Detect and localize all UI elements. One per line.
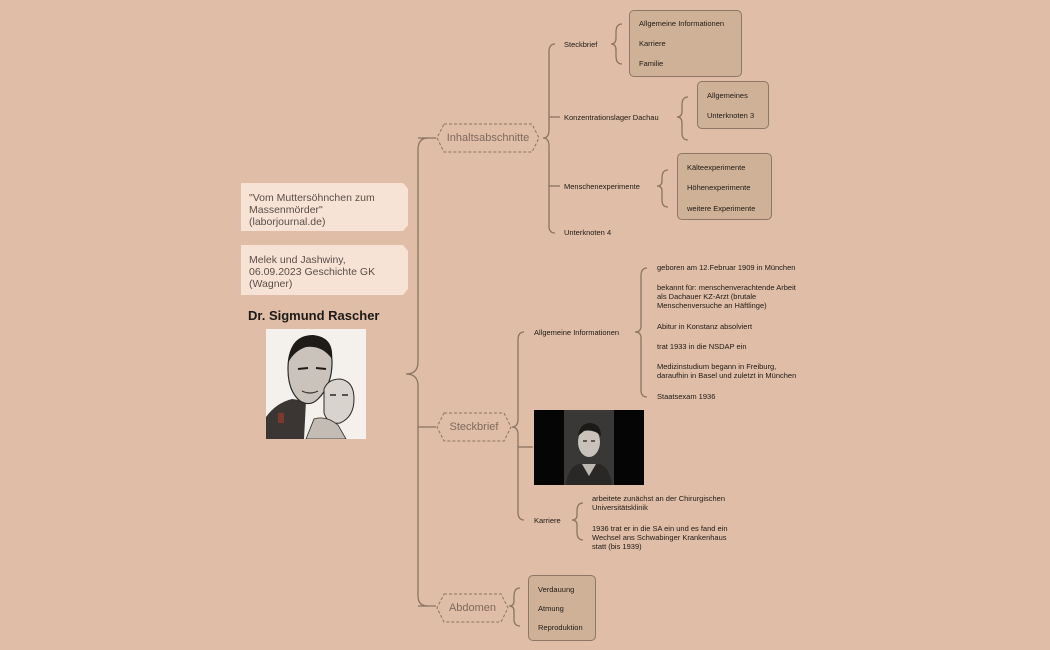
- list-item[interactable]: Höhenexperimente: [687, 183, 751, 192]
- branch-steckbrief-label: Steckbrief: [449, 421, 499, 433]
- node-menschenexperimente[interactable]: Menschenexperimente: [564, 182, 640, 191]
- info-item: Medizinstudium begann in Freiburg, darau…: [657, 362, 797, 380]
- root-title: Dr. Sigmund Rascher: [248, 308, 380, 323]
- branch-abdomen-label: Abdomen: [448, 602, 497, 614]
- list-item[interactable]: Kälteexperimente: [687, 163, 746, 172]
- source-note: "Vom Muttersöhnchen zum Massenmörder" (l…: [241, 183, 408, 231]
- info-item: Abitur in Konstanz absolviert: [657, 322, 753, 331]
- source-note-text: "Vom Muttersöhnchen zum Massenmörder" (l…: [249, 192, 375, 228]
- hexagon-frame-icon: [436, 123, 540, 153]
- list-item[interactable]: Allgemeine Informationen: [639, 19, 725, 28]
- node-unterknoten-4[interactable]: Unterknoten 4: [564, 228, 612, 237]
- portrait-drawing: [266, 329, 366, 439]
- list-item[interactable]: Unterknoten 3: [707, 111, 755, 120]
- node-konzentrationslager[interactable]: Konzentrationslager Dachau: [564, 113, 659, 122]
- authors-note-text: Melek und Jashwiny, 06.09.2023 Geschicht…: [249, 254, 376, 290]
- list-item[interactable]: Karriere: [639, 39, 666, 48]
- list-item[interactable]: Familie: [639, 59, 664, 68]
- list-item[interactable]: Allgemeines: [707, 91, 748, 100]
- box-kz-items: Allgemeines Unterknoten 3: [697, 81, 769, 129]
- info-item: trat 1933 in die NSDAP ein: [657, 342, 747, 351]
- branch-inhaltsabschnitte[interactable]: Inhaltsabschnitte: [436, 123, 540, 153]
- node-karriere[interactable]: Karriere: [534, 516, 561, 525]
- box-steckbrief-items: Allgemeine Informationen Karriere Famili…: [629, 10, 742, 77]
- branch-steckbrief[interactable]: Steckbrief: [436, 412, 512, 442]
- info-item: bekannt für: menschenverachtende Arbeit …: [657, 283, 796, 310]
- list-item[interactable]: Atmung: [538, 604, 564, 613]
- branch-inhaltsabschnitte-label: Inhaltsabschnitte: [446, 132, 530, 144]
- list-item[interactable]: Verdauung: [538, 585, 575, 594]
- box-menschen-items: Kälteexperimente Höhenexperimente weiter…: [677, 153, 772, 220]
- list-item[interactable]: weitere Experimente: [687, 204, 756, 213]
- portrait-photo: [534, 410, 644, 485]
- hexagon-frame-icon: [436, 412, 512, 442]
- node-allgemeine-informationen[interactable]: Allgemeine Informationen: [534, 328, 620, 337]
- branch-abdomen[interactable]: Abdomen: [436, 593, 509, 623]
- hexagon-frame-icon: [436, 593, 509, 623]
- info-item: Staatsexam 1936: [657, 392, 716, 401]
- karriere-item: 1936 trat er in die SA ein und es fand e…: [592, 524, 728, 551]
- box-abdomen-items: Verdauung Atmung Reproduktion: [528, 575, 596, 641]
- info-item: geboren am 12.Februar 1909 in München: [657, 263, 796, 272]
- node-steckbrief[interactable]: Steckbrief: [564, 40, 598, 49]
- list-item[interactable]: Reproduktion: [538, 623, 583, 632]
- karriere-item: arbeitete zunächst an der Chirurgischen …: [592, 494, 725, 512]
- authors-note: Melek und Jashwiny, 06.09.2023 Geschicht…: [241, 245, 408, 295]
